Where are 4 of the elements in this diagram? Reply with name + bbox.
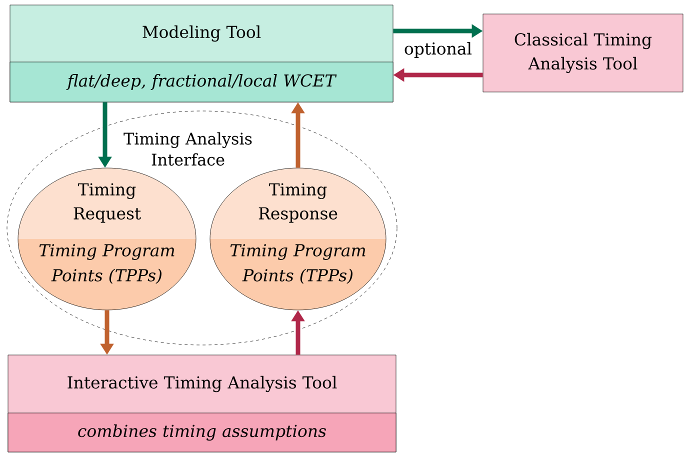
tool-box: Modeling Tool flat/deep, fractional/local WCET: [10, 4, 394, 102]
edge-label: optional: [402, 41, 474, 59]
tool-box: Interactive Timing Analysis Tool combines timing assumptions: [8, 354, 396, 452]
tool-box: Classical Timing Analysis Tool: [482, 14, 684, 92]
